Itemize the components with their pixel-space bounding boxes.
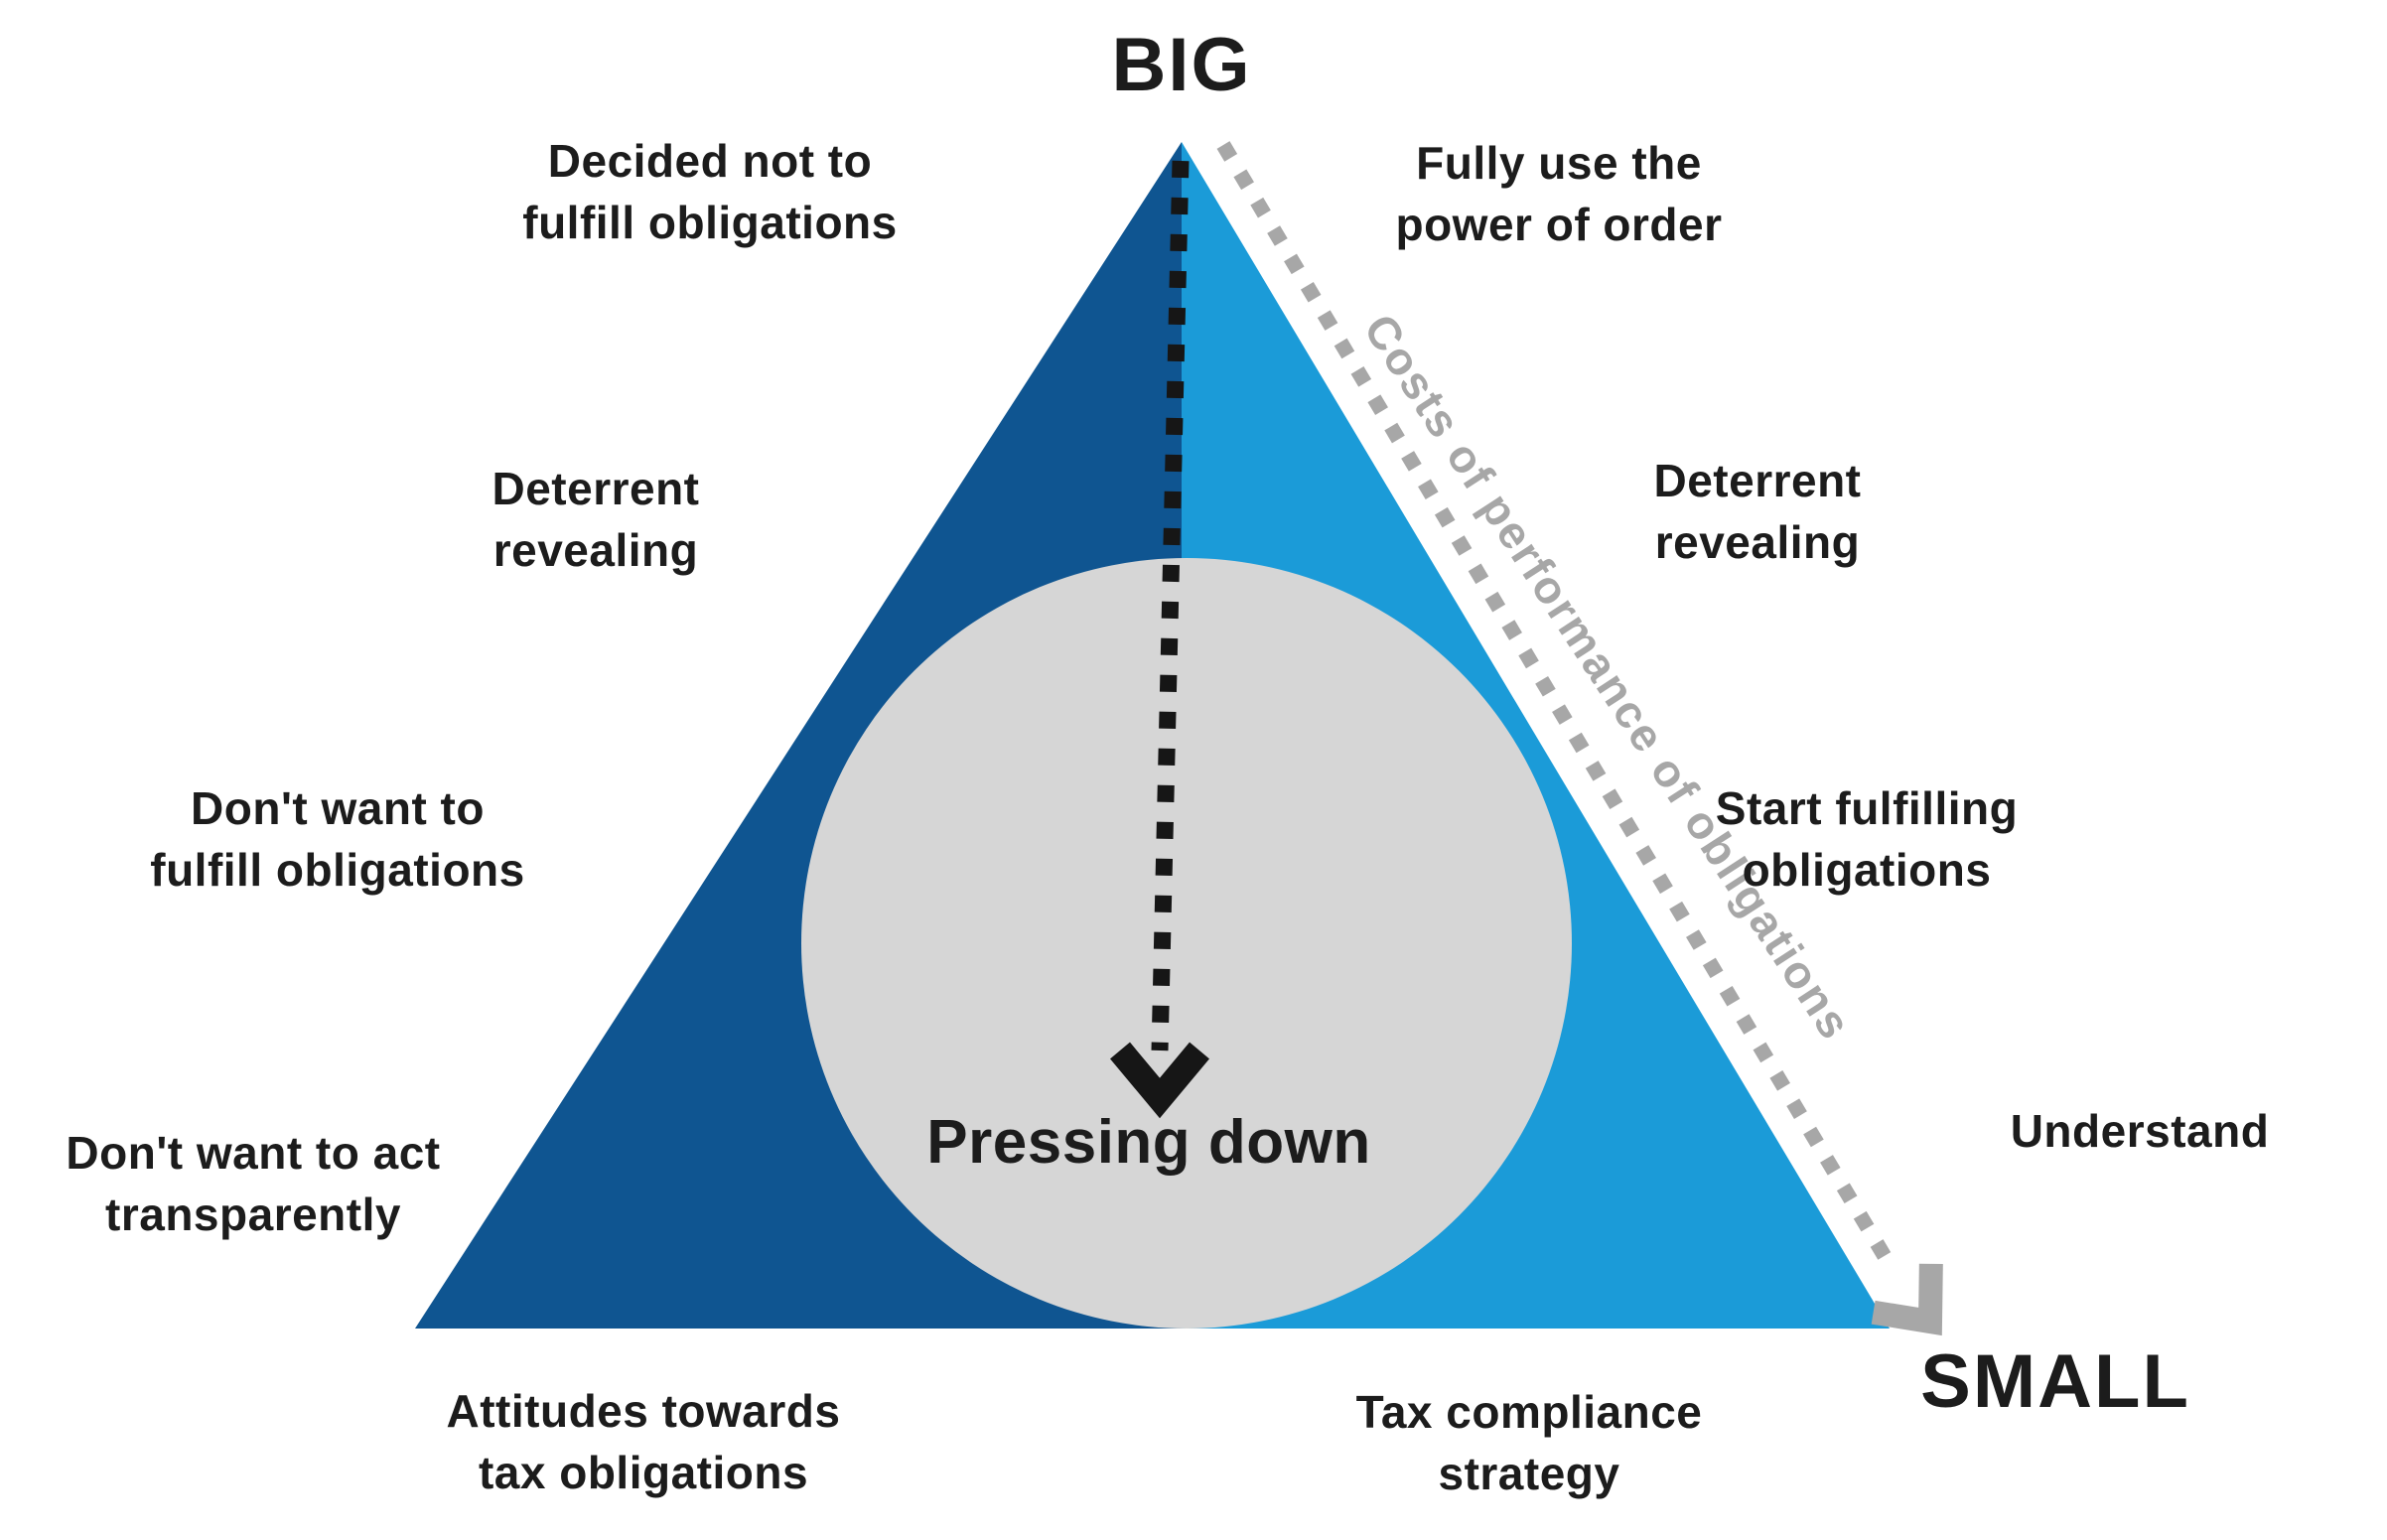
costs-arrowhead-group [1871, 1263, 1943, 1336]
center-circle [801, 558, 1572, 1329]
scale-label-big: BIG [1111, 23, 1252, 107]
label-dont-want-to-fulfill: Don't want to fulfill obligations [150, 782, 525, 896]
label-decided-not-to-fulfill: Decided not to fulfill obligations [522, 135, 898, 248]
label-fully-use-power-of-order: Fully use the power of order [1395, 137, 1723, 250]
label-tax-compliance-strategy: Tax compliance strategy [1355, 1386, 1703, 1499]
label-start-fulfilling-obligations: Start fulfilling obligations [1715, 782, 2019, 896]
label-pressing-down: Pressing down [926, 1108, 1371, 1177]
label-deterrent-revealing-right: Deterrent revealing [1653, 455, 1862, 568]
pressing-arrow-dotted-line [1151, 160, 1190, 1051]
label-attitudes-towards-tax-obligations: Attitudes towards tax obligations [446, 1385, 841, 1498]
costs-dotted-line [1216, 141, 1896, 1267]
pressing-arrowhead-icon [1110, 1042, 1209, 1119]
scale-label-small: SMALL [1920, 1339, 2190, 1424]
label-deterrent-revealing-left: Deterrent revealing [491, 463, 700, 576]
label-understand: Understand [2010, 1105, 2270, 1157]
costs-arrowhead-icon [1871, 1263, 1943, 1336]
label-dont-want-to-act-transparently: Don't want to act transparently [66, 1127, 441, 1240]
